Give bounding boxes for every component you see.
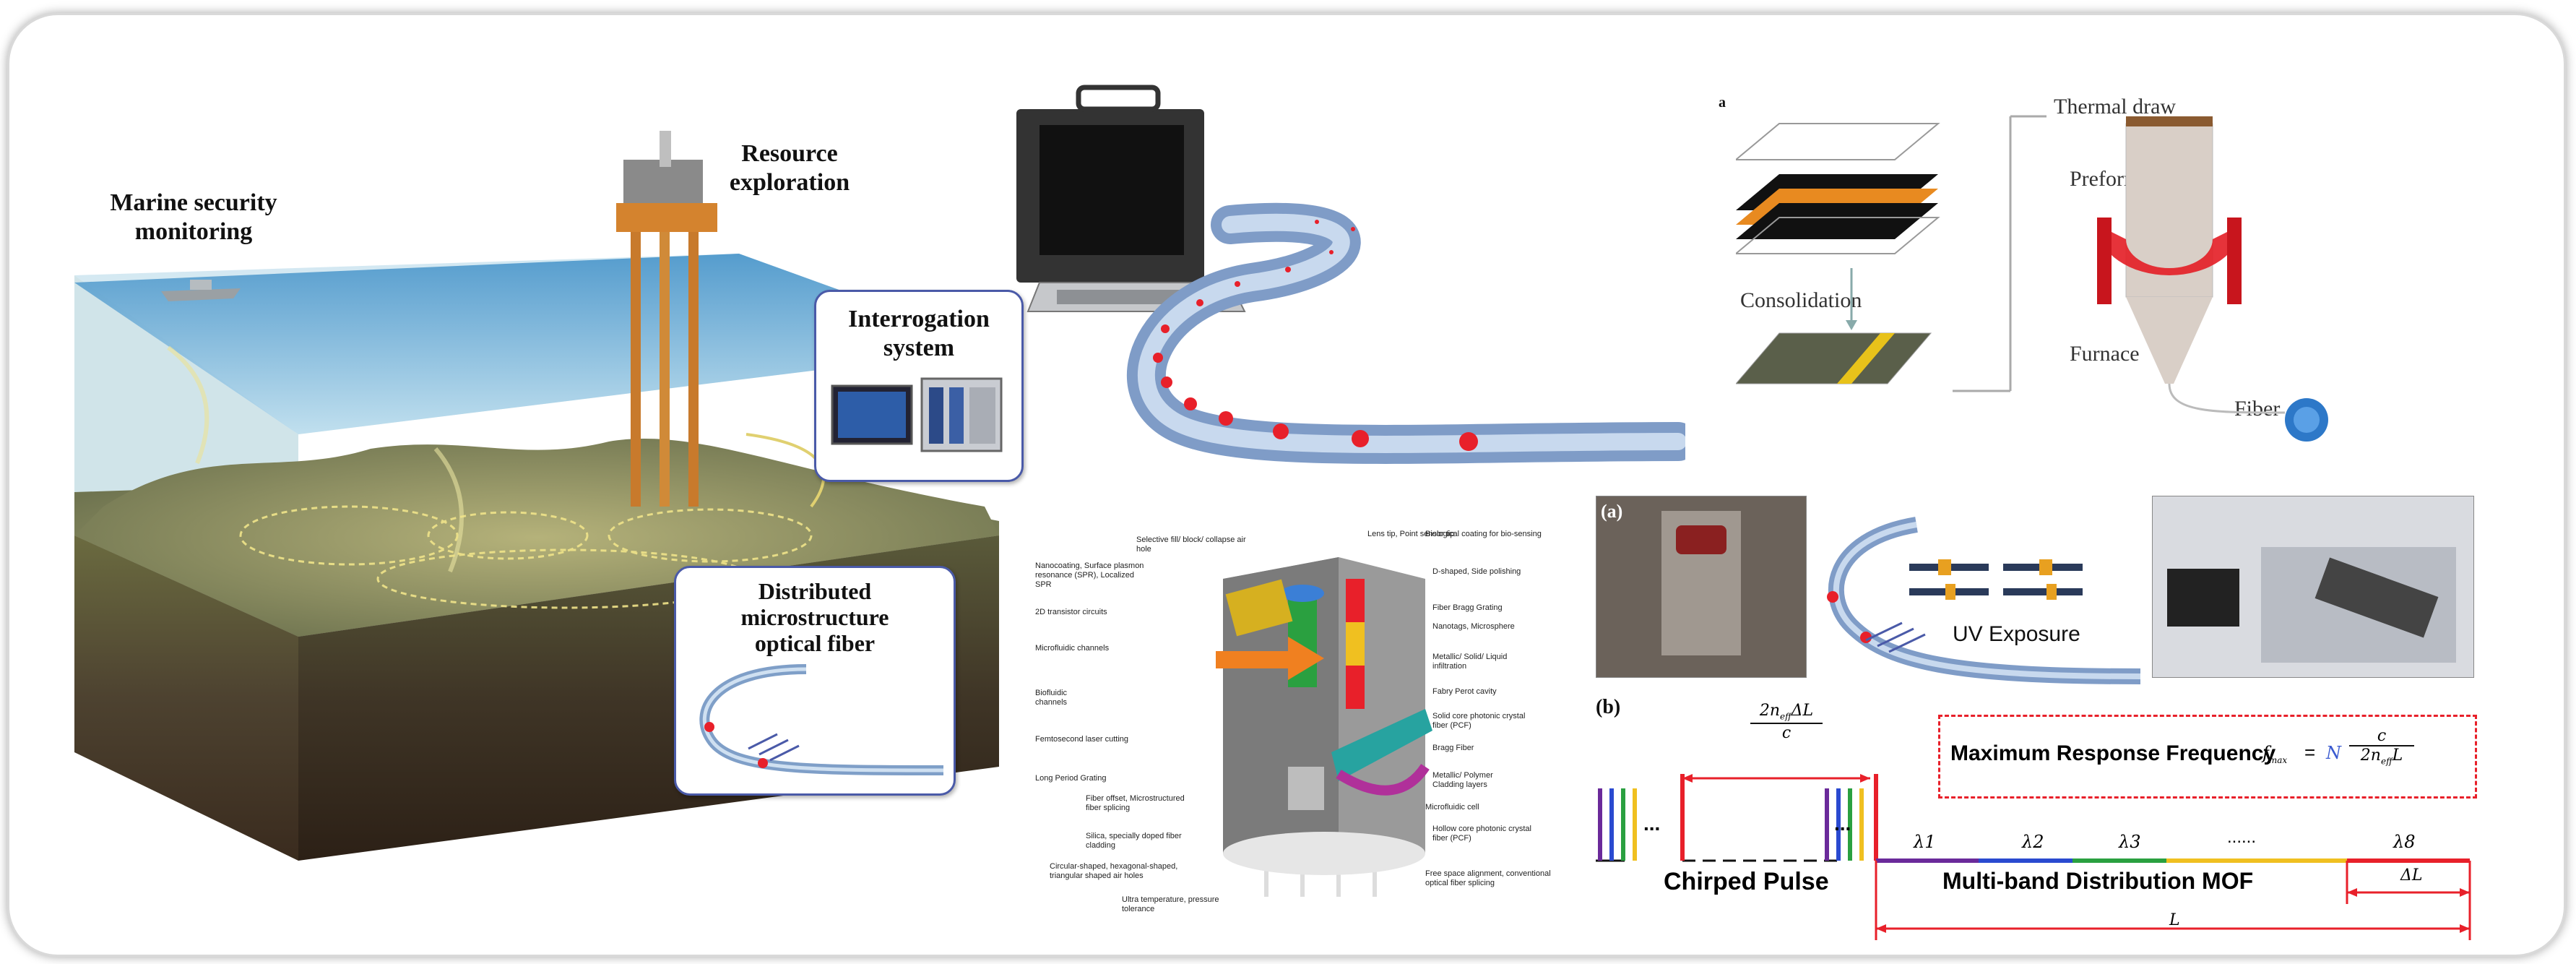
sensor-label-left-8: Silica, specially doped fiber cladding	[1086, 832, 1182, 850]
fmax-N: N	[2326, 743, 2341, 763]
sensor-label-left-3: Microfluidic channels	[1035, 644, 1110, 653]
panel-a-label: (a)	[1601, 501, 1623, 522]
fmax-equals: =	[2304, 741, 2316, 763]
max-response-label: Maximum Response Frequency	[1950, 741, 2276, 765]
consolidation-label: Consolidation	[1740, 288, 1862, 312]
sensor-label-right-8: Bragg Fiber	[1432, 744, 1474, 752]
marine-security-label: Marine security monitoring	[110, 189, 277, 245]
figure-frame: Marine security monitoring Resource expl…	[7, 13, 2566, 957]
interrogator-device-icon	[831, 377, 1003, 452]
fmax-den-sub: eff	[2380, 756, 2393, 767]
delay-formula-sub: eff	[1780, 711, 1791, 722]
laptop-icon	[1016, 85, 1246, 312]
lambda-3: λ3	[2119, 832, 2141, 852]
laptop-fiber-illustration	[1016, 85, 1685, 464]
lambda-8: λ8	[2393, 832, 2416, 852]
thermal-draw-diagram	[1736, 115, 2328, 442]
uv-exposure-label: UV Exposure	[1953, 622, 2080, 646]
interrogation-system-box: Interrogation system	[814, 290, 1024, 482]
max-response-box: Maximum Response Frequency fmax = N c 2n…	[1938, 715, 2477, 799]
sensor-label-left-2: 2D transistor circuits	[1035, 608, 1107, 616]
furnace-label: Furnace	[2070, 342, 2140, 366]
delay-formula-den: c	[1781, 724, 1791, 743]
distributed-fiber-label: Distributed microstructure optical fiber	[740, 578, 889, 656]
sensor-label-left-9: Circular-shaped, hexagonal-shaped, trian…	[1050, 862, 1178, 880]
lambda-2: λ2	[2022, 832, 2044, 852]
fiber-label: Fiber	[2234, 397, 2281, 421]
thermal-draw-label: Thermal draw	[2054, 95, 2177, 119]
fmax-den-tail: L	[2392, 746, 2403, 765]
delay-formula-tail: ΔL	[1791, 702, 1814, 720]
lab-photo-1: (a)	[1596, 496, 1807, 678]
chirped-pulse-diagram: ... ...	[1596, 774, 2471, 940]
chirped-pulse-label: Chirped Pulse	[1664, 868, 1829, 895]
fmax-symbol: fmax	[2262, 743, 2287, 765]
sensor-label-right-1: Biological coating for bio-sensing	[1425, 530, 1542, 538]
sensor-label-right-11: Hollow core photonic crystal fiber (PCF)	[1432, 825, 1531, 843]
sensor-label-right-12: Free space alignment, conventional optic…	[1425, 869, 1551, 887]
sensor-label-right-7: Solid core photonic crystal fiber (PCF)	[1432, 712, 1526, 730]
sensor-label-left-5: Femtosecond laser cutting	[1035, 735, 1129, 744]
lambda-1: λ1	[1914, 832, 1936, 852]
resource-exploration-label: Resource exploration	[729, 140, 850, 196]
svg-text:...: ...	[1834, 812, 1851, 835]
fmax-fraction: c 2neffL	[2349, 727, 2414, 766]
lambda-ellipsis: ......	[2227, 827, 2257, 847]
svg-text:...: ...	[1643, 812, 1660, 835]
L-label: L	[2169, 911, 2180, 929]
multiband-label: Multi-band Distribution MOF	[1942, 868, 2254, 894]
delay-formula-num: 2n	[1759, 702, 1781, 720]
sensor-label-right-4: Nanotags, Microsphere	[1432, 622, 1515, 631]
sensor-label-left-10: Ultra temperature, pressure tolerance	[1122, 895, 1219, 913]
sensor-label-right-9: Metallic/ Polymer Cladding layers	[1432, 771, 1493, 789]
sensor-label-right-6: Fabry Perot cavity	[1432, 687, 1497, 696]
sensor-label-left-0: Selective fill/ block/ collapse air hole	[1136, 535, 1246, 554]
panel-b-label: (b)	[1596, 696, 1621, 718]
sensor-right-labels: Lens tip, Point sensor tip Biological co…	[1367, 530, 1591, 920]
fmax-den: 2n	[2360, 746, 2381, 765]
fmax-sub: max	[2268, 754, 2288, 765]
fiber-coil-icon	[699, 664, 944, 775]
delay-formula: 2neffΔL c	[1750, 702, 1823, 742]
thermal-panel-label: a	[1719, 95, 1726, 111]
sensor-label-left-4: Biofluidic channels	[1035, 689, 1068, 707]
sensor-left-labels: Selective fill/ block/ collapse air hole…	[1035, 535, 1246, 913]
fmax-f: f	[2262, 743, 2269, 763]
sensor-label-right-2: D-shaped, Side polishing	[1432, 567, 1521, 576]
sensor-cylinder-diagram	[1216, 557, 1432, 897]
fmax-num: c	[2349, 727, 2414, 746]
sensor-label-left-1: Nanocoating, Surface plasmon resonance (…	[1035, 561, 1144, 589]
sensor-label-left-6: Long Period Grating	[1035, 774, 1107, 783]
sensor-label-left-7: Fiber offset, Microstructured fiber spli…	[1086, 794, 1185, 812]
sensor-label-right-5: Metallic/ Solid/ Liquid infiltration	[1432, 653, 1508, 671]
sensor-label-right-0: Lens tip, Point sensor tip	[1367, 530, 1455, 538]
distributed-fiber-box: Distributed microstructure optical fiber	[674, 566, 956, 796]
interrogation-system-label: Interrogation system	[848, 306, 990, 361]
lab-photo-2	[2152, 496, 2474, 678]
delta-L-label: ΔL	[2400, 866, 2423, 885]
sensor-label-right-3: Fiber Bragg Grating	[1432, 603, 1503, 612]
sensor-label-right-10: Microfluidic cell	[1425, 803, 1479, 812]
uv-exposure-diagram	[1827, 517, 2141, 684]
